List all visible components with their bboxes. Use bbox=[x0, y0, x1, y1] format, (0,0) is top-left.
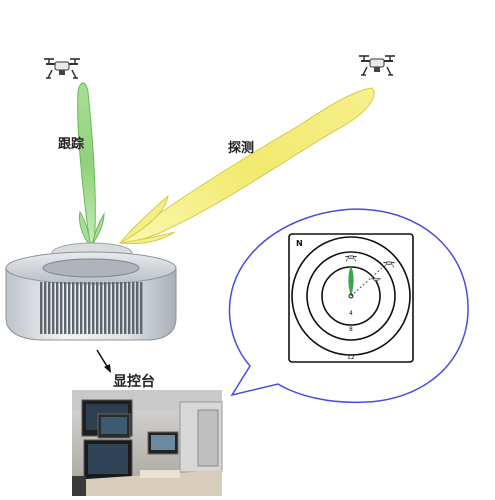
antenna-fin bbox=[128, 282, 131, 334]
antenna-fin bbox=[132, 282, 135, 334]
detection-beam bbox=[118, 87, 375, 245]
antenna-fin bbox=[60, 282, 63, 334]
antenna-fin bbox=[84, 282, 87, 334]
tracking-label: 跟踪 bbox=[58, 136, 84, 152]
console-label: 显控台 bbox=[113, 373, 155, 390]
antenna-fin bbox=[80, 282, 83, 334]
antenna-fin bbox=[140, 282, 143, 334]
antenna-fin bbox=[136, 282, 139, 334]
tracking-beam bbox=[77, 82, 105, 247]
radar-scope: N 4 8 12 bbox=[288, 233, 414, 363]
antenna-fin bbox=[96, 282, 99, 334]
signal-arrow bbox=[96, 349, 111, 373]
antenna-fin bbox=[92, 282, 95, 334]
antenna-fin bbox=[52, 282, 55, 334]
antenna-fin bbox=[48, 282, 51, 334]
antenna-fin bbox=[124, 282, 127, 334]
callout-bubble bbox=[228, 208, 469, 404]
range-ring bbox=[306, 251, 396, 341]
antenna-fin bbox=[68, 282, 71, 334]
north-marker: N bbox=[296, 239, 303, 248]
antenna-fin bbox=[120, 282, 123, 334]
antenna-fin bbox=[72, 282, 75, 334]
antenna-fin bbox=[104, 282, 107, 334]
antenna-fin bbox=[88, 282, 91, 334]
range-label: 12 bbox=[347, 354, 355, 361]
range-label: 8 bbox=[349, 326, 353, 333]
antenna-fin bbox=[76, 282, 79, 334]
drone-icon bbox=[359, 55, 395, 76]
drone-icon bbox=[383, 261, 395, 268]
antenna-fin bbox=[112, 282, 115, 334]
antenna-fin bbox=[44, 282, 47, 334]
antenna-fins bbox=[40, 282, 143, 334]
drone-icon bbox=[371, 277, 381, 281]
antenna-fin bbox=[64, 282, 67, 334]
range-ring bbox=[291, 236, 411, 356]
detection-trace bbox=[350, 267, 383, 297]
tracked-target bbox=[348, 266, 354, 296]
radar-antenna-icon bbox=[5, 242, 177, 341]
range-label: 4 bbox=[349, 310, 353, 317]
antenna-fin bbox=[108, 282, 111, 334]
antenna-fin bbox=[56, 282, 59, 334]
antenna-fin bbox=[100, 282, 103, 334]
detection-label: 探测 bbox=[228, 140, 254, 156]
drone-icon bbox=[44, 58, 80, 79]
antenna-fin bbox=[116, 282, 119, 334]
drone-icon bbox=[345, 255, 357, 262]
antenna-fin bbox=[40, 282, 43, 334]
console-photo bbox=[72, 390, 223, 496]
